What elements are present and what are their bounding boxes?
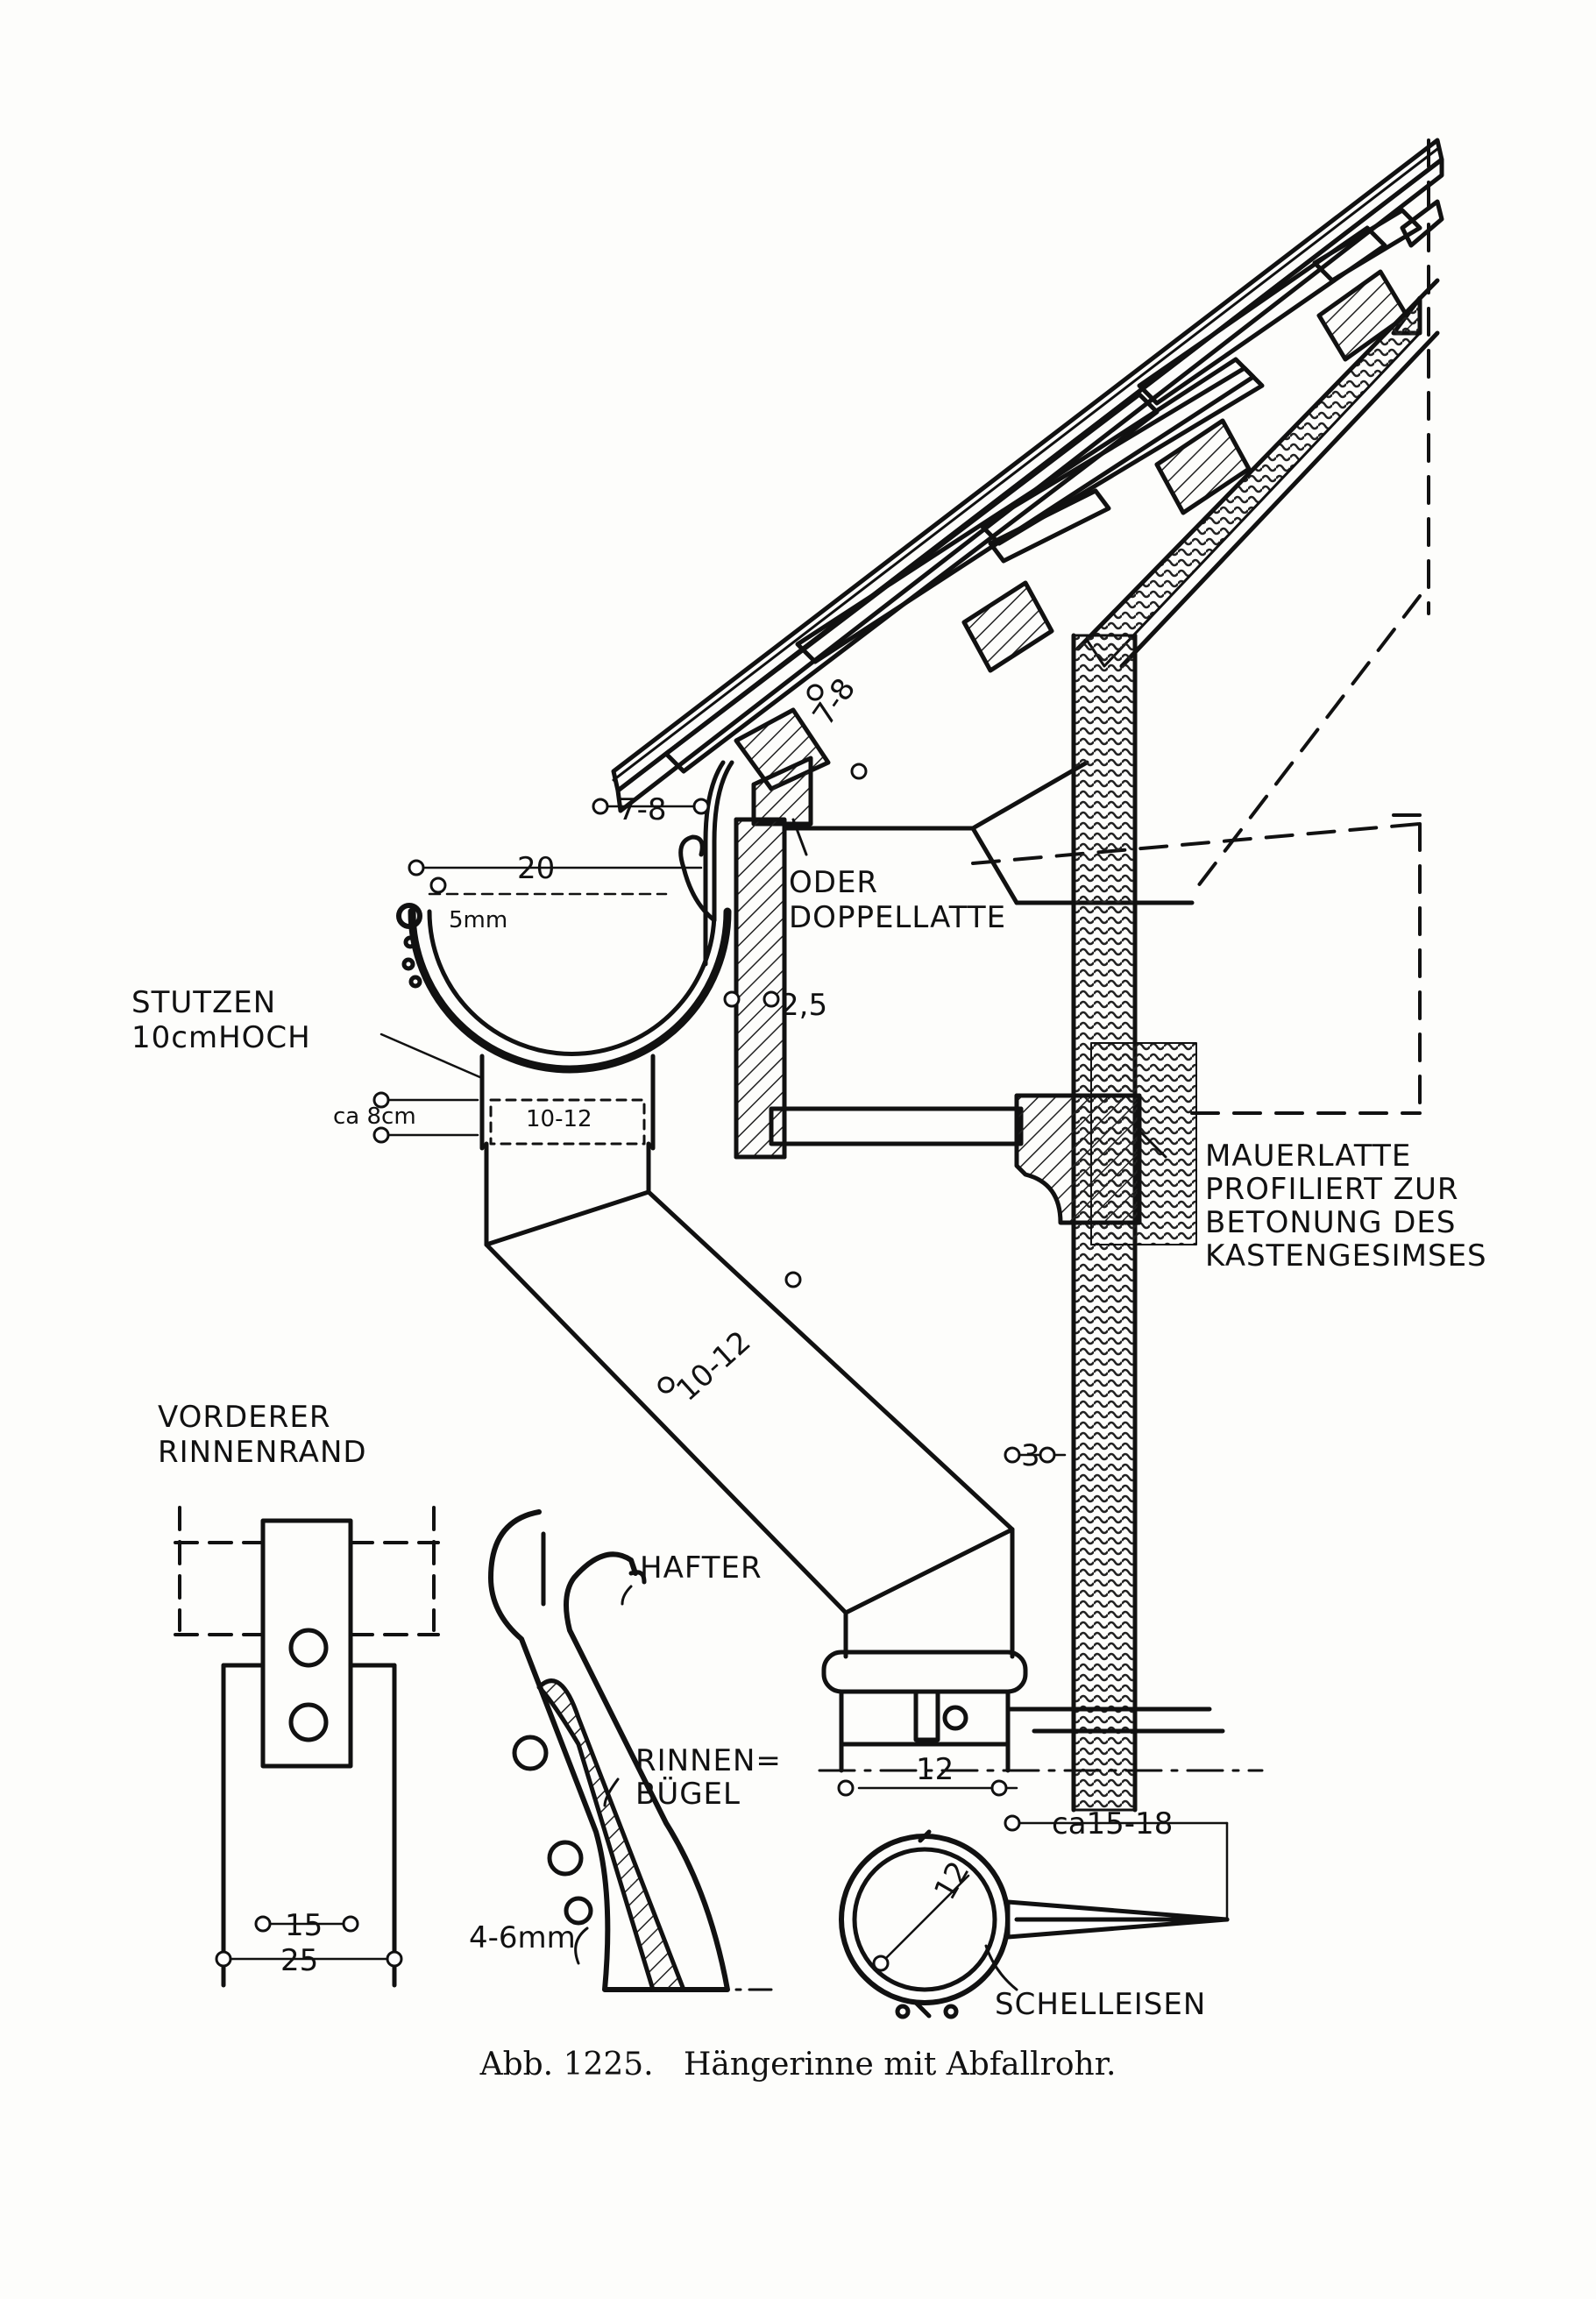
pipe-section xyxy=(839,1829,1230,2019)
front-rim-detail xyxy=(174,1506,440,1988)
label-mauerlatte-4: KASTENGESIMSES xyxy=(1205,1238,1487,1274)
dashed-lines xyxy=(971,138,1430,1115)
label-mauerlatte-3: BETONUNG DES xyxy=(1205,1205,1457,1240)
dim-3: 3 xyxy=(1021,1438,1040,1473)
dim-ca15-18: ca15-18 xyxy=(1052,1806,1173,1841)
dim-ca-8cm: ca 8cm xyxy=(333,1103,416,1130)
label-rinnenrand: RINNENRAND xyxy=(158,1435,367,1470)
dim-5mm: 5mm xyxy=(449,907,507,933)
label-stutzen-hoch: 10cmHOCH xyxy=(131,1020,311,1055)
dimension-markers xyxy=(215,684,1056,1972)
half-round-gutter xyxy=(396,903,732,1074)
roof-lining xyxy=(1075,278,1440,669)
caption-title: Hängerinne mit Abfallrohr. xyxy=(683,2047,1117,2083)
dim-4-6mm: 4-6mm xyxy=(469,1920,576,1955)
dim-10-12-pipe: 10-12 xyxy=(670,1324,757,1408)
figure-caption: Abb. 1225. Hängerinne mit Abfallrohr. xyxy=(0,2047,1596,2083)
roof-tiles xyxy=(611,138,1444,813)
text-labels: ODER DOPPELLATTE STUTZEN 10cmHOCH MAUERL… xyxy=(131,672,1487,2022)
caption-abb: Abb. 1225. xyxy=(479,2047,654,2083)
hafter-detail xyxy=(488,1509,773,1992)
label-stutzen: STUTZEN xyxy=(131,985,276,1020)
hanger-bracket xyxy=(678,760,734,967)
label-buegel: BÜGEL xyxy=(635,1776,741,1812)
label-mauerlatte-2: PROFILIERT ZUR xyxy=(1205,1172,1458,1207)
dimension-lines xyxy=(222,805,1229,1965)
dim-10-12-stub: 10-12 xyxy=(526,1106,592,1132)
label-mauerlatte-1: MAUERLATTE xyxy=(1205,1139,1411,1174)
label-rinnen: RINNEN= xyxy=(635,1743,782,1778)
label-oder: ODER xyxy=(789,865,878,900)
leader-lines xyxy=(574,818,1167,1991)
label-doppellatte: DOPPELLATTE xyxy=(789,900,1006,935)
label-vorderer: VORDERER xyxy=(158,1400,330,1435)
pipe-clamp xyxy=(821,1650,1225,1773)
dim-2-5: 2,5 xyxy=(780,988,827,1023)
dim-12-top: 12 xyxy=(916,1752,954,1787)
dim-7-8-left: 7-8 xyxy=(618,792,667,827)
cornice-box xyxy=(734,756,1195,1160)
dim-7-8-top: 7-8 xyxy=(806,672,863,732)
dim-25: 25 xyxy=(280,1943,318,1978)
stutzen-neck xyxy=(479,1054,656,1151)
dim-20: 20 xyxy=(517,851,555,886)
down-pipe xyxy=(484,1141,1015,1659)
dim-15: 15 xyxy=(285,1908,323,1943)
mauerlatte-block xyxy=(1014,1093,1142,1225)
label-hafter: HAFTER xyxy=(640,1550,763,1586)
label-schelleisen: SCHELLEISEN xyxy=(995,1987,1206,2022)
